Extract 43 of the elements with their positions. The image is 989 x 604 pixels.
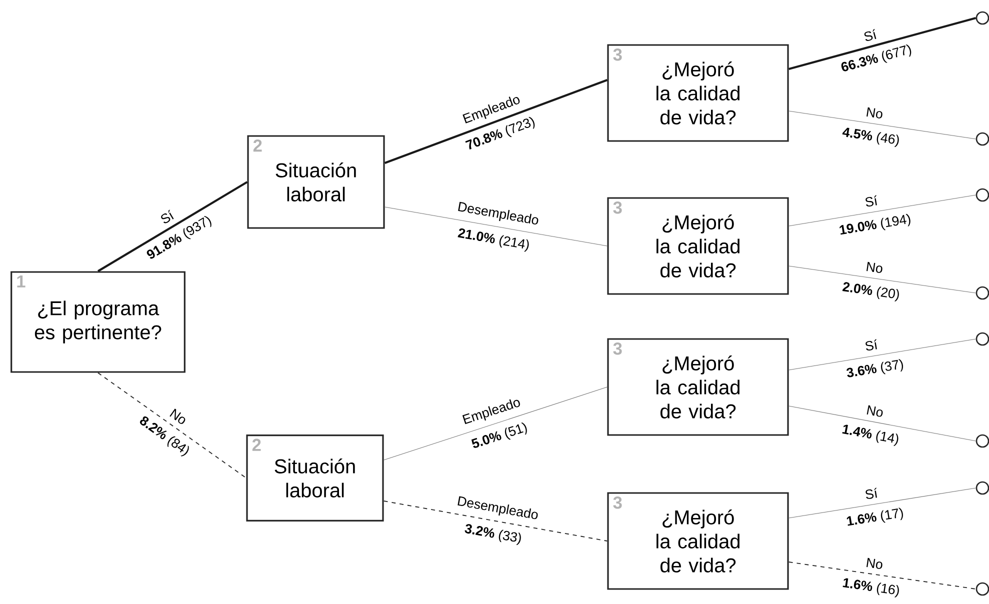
branch-line [788, 266, 976, 294]
branch-line [383, 500, 608, 542]
branch-line [384, 386, 608, 460]
branch-stats: 2.0% (20) [842, 282, 899, 302]
branch-line [788, 338, 976, 370]
step-number: 3 [613, 48, 622, 61]
edge-label: No [170, 408, 186, 424]
branch-line [788, 194, 976, 226]
step-number: 1 [17, 275, 26, 288]
branch-stats: 1.6% (17) [846, 508, 903, 526]
branch-stats: 1.4% (14) [842, 424, 898, 446]
branch-line [98, 372, 247, 478]
branch-stats: 3.2% (33) [464, 524, 521, 546]
edge-label: No [866, 558, 882, 569]
branch-line [97, 181, 248, 272]
edge-label: No [866, 405, 883, 417]
edge-label: Desempleado [458, 202, 538, 224]
step-number: 3 [613, 342, 622, 355]
branch-stats: 21.0% (214) [458, 228, 529, 252]
step-number: 2 [253, 139, 262, 152]
step-number: 3 [613, 496, 622, 509]
edge-label: Sí [864, 28, 876, 41]
edge-label: Sí [161, 210, 174, 224]
branch-line [788, 488, 976, 518]
edge-label: No [866, 107, 882, 118]
branch-stats: 3.6% (37) [846, 359, 904, 378]
branch-stats: 19.0% (194) [840, 214, 910, 235]
branch-line [788, 16, 976, 70]
branch-line [384, 79, 608, 164]
step-number: 2 [252, 438, 261, 451]
edge-label: No [866, 262, 882, 273]
branch-stats: 5.0% (51) [471, 422, 527, 448]
edge-label: Sí [866, 195, 877, 206]
edge-label: Sí [866, 339, 877, 350]
branch-stats: 4.5% (46) [842, 128, 899, 147]
branch-line [384, 206, 608, 246]
edge-label: Sí [866, 488, 877, 499]
branch-line [788, 110, 976, 140]
branch-stats: 1.6% (16) [842, 578, 899, 598]
branch-stats: 66.3% (677) [841, 44, 912, 72]
branch-line [788, 406, 976, 442]
step-number: 3 [613, 201, 622, 214]
branch-line [788, 562, 976, 590]
